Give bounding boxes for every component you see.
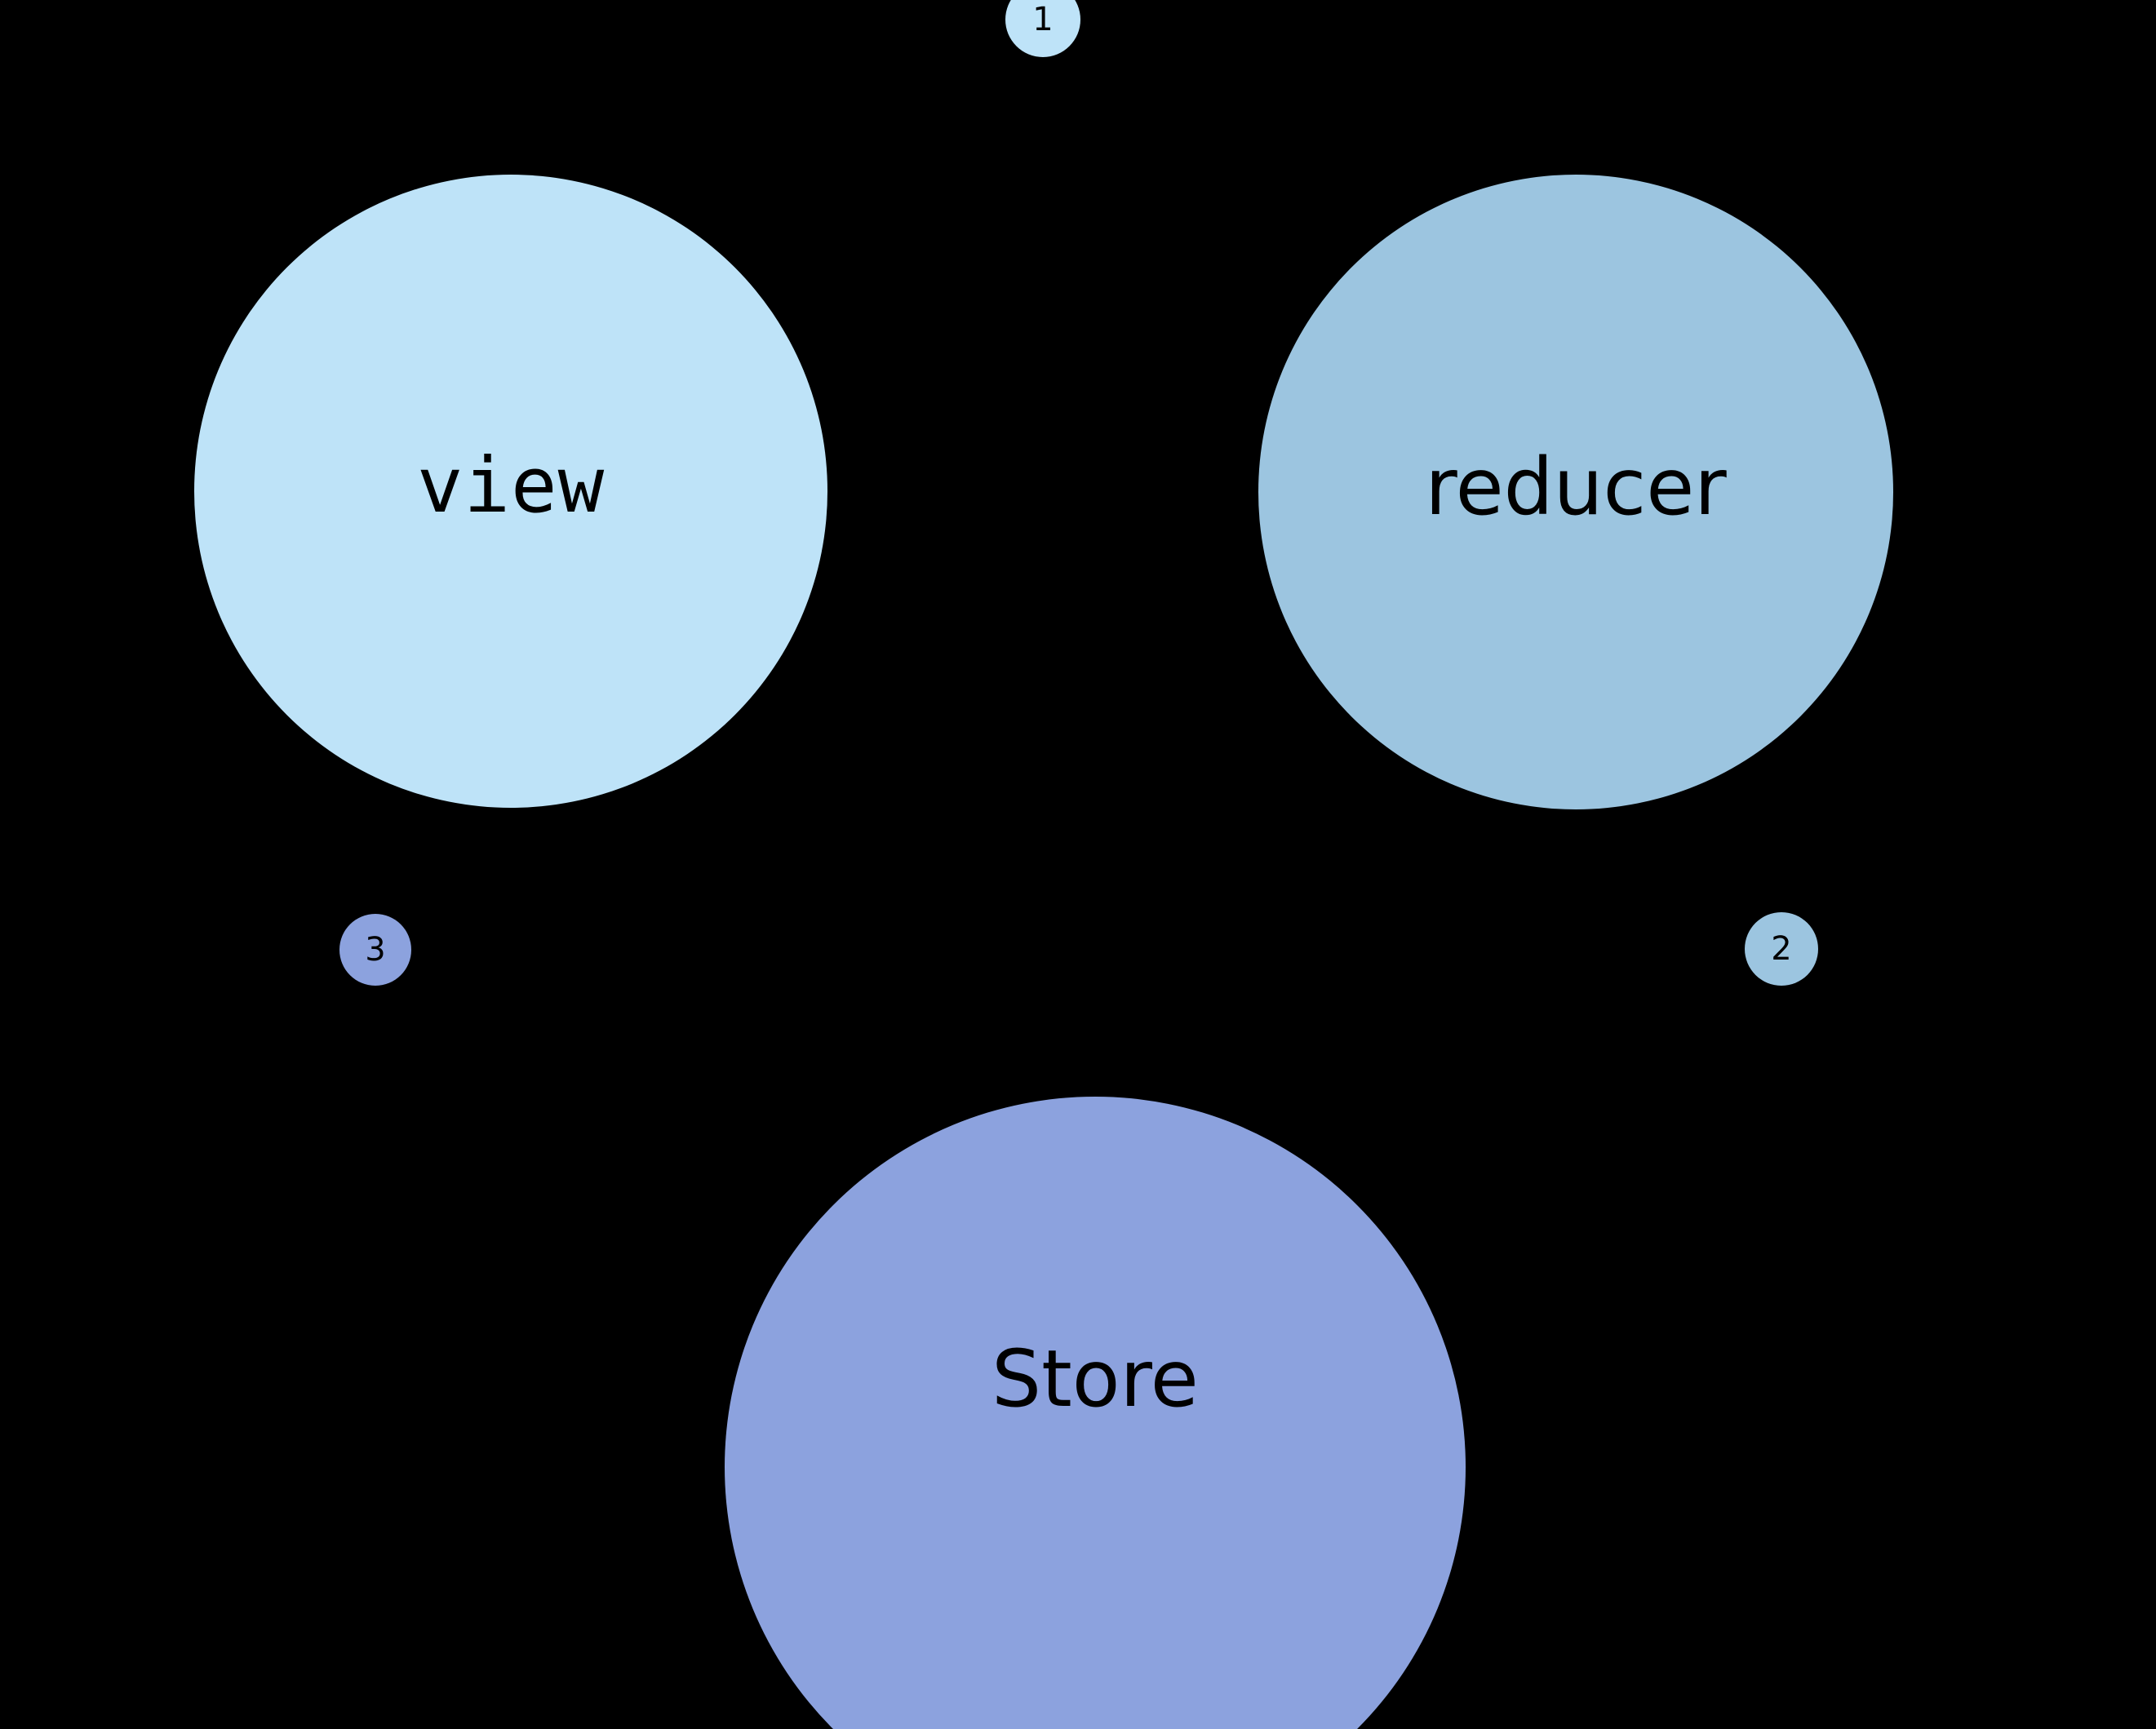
step-badge-3[interactable]: 3 <box>339 914 411 986</box>
step-badge-2[interactable]: 2 <box>1745 912 1818 986</box>
step-badge-1-label: 1 <box>1032 1 1054 38</box>
node-store-label: Store <box>991 1333 1199 1425</box>
edge-view-to-reducer <box>805 159 1291 277</box>
node-reducer[interactable]: reducer <box>1258 175 1893 809</box>
node-view[interactable]: view <box>194 175 827 808</box>
edge-store-to-view <box>304 738 777 1375</box>
step-badge-2-label: 2 <box>1771 930 1792 968</box>
step-badge-3-label: 3 <box>365 931 386 969</box>
node-view-label: view <box>416 441 606 530</box>
node-reducer-label: reducer <box>1425 441 1727 533</box>
step-badge-1[interactable]: 1 <box>1005 0 1080 57</box>
edge-reducer-to-store <box>1400 750 1812 1393</box>
node-store[interactable]: Store <box>725 1097 1466 1729</box>
